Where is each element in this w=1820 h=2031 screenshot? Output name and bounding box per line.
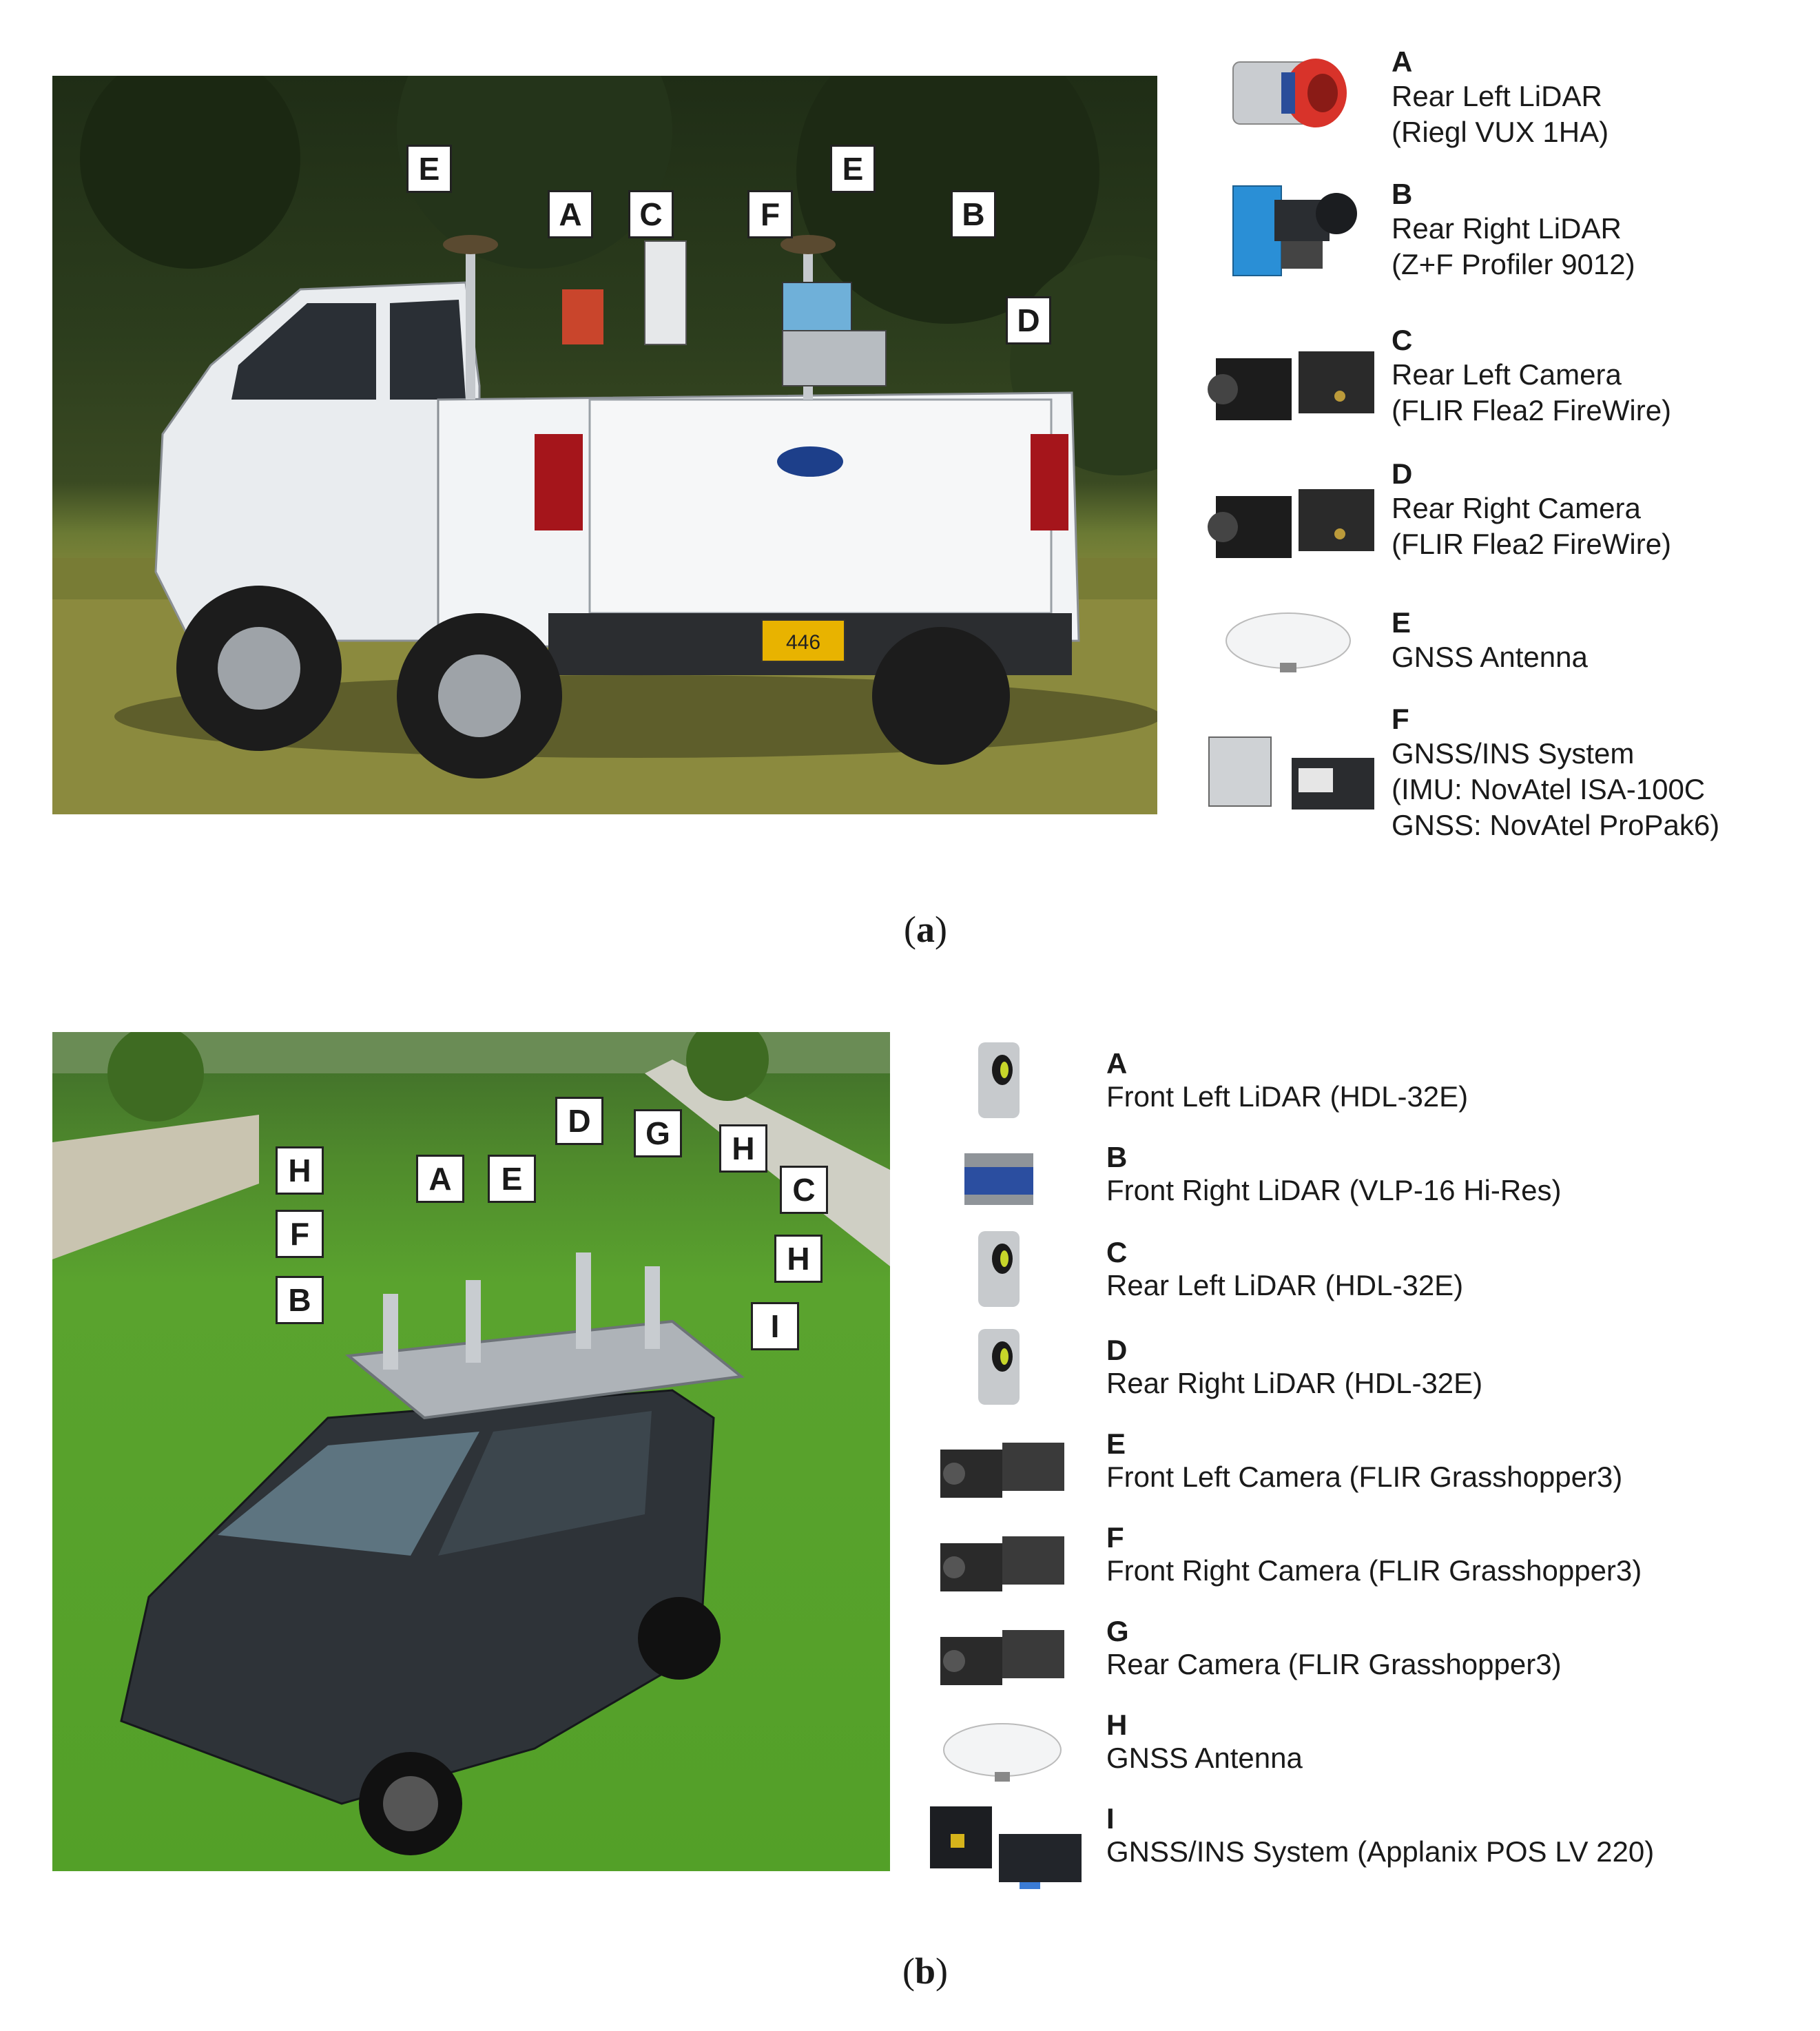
caption-b-open: ( [902,1950,915,1992]
callout-b-h-top: H [719,1124,767,1173]
legend-b-letter: D [1106,1334,1128,1366]
pickup-truck-illustration: 446 [52,76,1157,814]
legend-a-line: Rear Right LiDAR [1392,212,1622,245]
legend-a-letter: D [1392,457,1413,490]
vlp16-lidar-icon [964,1153,1033,1205]
legend-b-letter: H [1106,1709,1128,1741]
hdl32-lidar-a-icon [978,1042,1020,1118]
caption-b: (b) [902,1950,948,1992]
legend-b-line: Rear Right LiDAR (HDL-32E) [1106,1367,1483,1399]
legend-b-line: Rear Left LiDAR (HDL-32E) [1106,1269,1464,1301]
riegl-lidar-icon [1232,59,1347,127]
callout-b-i: I [751,1302,799,1350]
caption-b-close: ) [935,1950,949,1992]
legend-b-letter: F [1106,1521,1124,1554]
legend-a-line: Rear Left Camera [1392,358,1622,391]
legend-b-line: Rear Camera (FLIR Grasshopper3) [1106,1648,1562,1680]
legend-b-line: Front Right LiDAR (VLP-16 Hi-Res) [1106,1174,1562,1206]
legend-a-letter: B [1392,178,1413,210]
callout-a-e-right: E [830,145,876,193]
legend-b-line: Front Right Camera (FLIR Grasshopper3) [1106,1554,1642,1587]
callout-a-d: D [1006,296,1051,344]
callout-b-h-right: H [774,1235,823,1283]
legend-a-line: (FLIR Flea2 FireWire) [1392,394,1672,426]
legend-b-line: Front Left LiDAR (HDL-32E) [1106,1080,1469,1113]
grasshopper-camera-g-icon [940,1630,1064,1685]
callout-b-g: G [634,1109,682,1157]
legend-a-line: (FLIR Flea2 FireWire) [1392,528,1672,560]
hdl32-lidar-c-icon [978,1231,1020,1307]
callout-b-h-left: H [276,1146,324,1195]
license-plate-text: 446 [786,631,820,654]
gnss-antenna-a-icon [1226,612,1351,672]
legend-a-letter: C [1392,324,1413,356]
legend-b-line: GNSS/INS System (Applanix POS LV 220) [1106,1835,1655,1868]
grasshopper-camera-e-icon [940,1443,1064,1498]
applanix-ins-icon [930,1806,1082,1889]
legend-a-line: Rear Right Camera [1392,492,1641,524]
legend-b-letter: E [1106,1427,1126,1460]
callout-b-b: B [276,1276,324,1324]
legend-b-line: Front Left Camera (FLIR Grasshopper3) [1106,1461,1623,1493]
gnss-antenna-b-icon [943,1723,1062,1782]
legend-b-letter: G [1106,1615,1129,1647]
callout-b-a: A [416,1155,464,1203]
legend-a-line: (Z+F Profiler 9012) [1392,248,1635,280]
grasshopper-camera-f-icon [940,1536,1064,1591]
legend-a-letter: A [1392,45,1413,78]
legend-b-letter: B [1106,1141,1128,1173]
van-photo [52,1032,890,1871]
pickup-truck-photo: 446 [52,76,1157,814]
callout-a-c: C [628,190,674,238]
hdl32-lidar-d-icon [978,1329,1020,1405]
flea2-camera-pair-d-icon [1208,489,1374,558]
caption-a-close: ) [934,909,947,950]
callout-a-b: B [951,190,996,238]
caption-a-letter: a [916,909,935,950]
caption-b-letter: b [914,1950,936,1992]
callout-a-e-left: E [406,145,452,193]
legend-a-line: Rear Left LiDAR [1392,80,1602,112]
legend-a-letter: F [1392,703,1409,735]
caption-a-open: ( [904,909,916,950]
caption-a: (a) [904,908,947,951]
van-illustration [52,1032,890,1855]
callout-a-f: F [747,190,793,238]
callout-b-c: C [780,1166,828,1214]
legend-b-letter: C [1106,1236,1128,1268]
legend-a-line: GNSS/INS System [1392,737,1635,770]
legend-b-letter: A [1106,1047,1128,1080]
callout-a-a: A [548,190,593,238]
callout-b-e: E [488,1155,536,1203]
novatel-ins-icon [1208,736,1374,810]
legend-b-line: GNSS Antenna [1106,1742,1303,1774]
flea2-camera-pair-c-icon [1208,351,1374,420]
legend-a-letter: E [1392,606,1411,639]
legend-a-line: (Riegl VUX 1HA) [1392,116,1609,148]
zf-profiler-icon [1232,185,1357,276]
callout-b-d: D [555,1097,603,1145]
legend-a-line: GNSS Antenna [1392,641,1588,673]
legend-a-line: GNSS: NovAtel ProPak6) [1392,809,1720,841]
callout-b-f: F [276,1210,324,1258]
legend-b-letter: I [1106,1802,1115,1835]
legend-a-line: (IMU: NovAtel ISA-100C [1392,773,1706,805]
